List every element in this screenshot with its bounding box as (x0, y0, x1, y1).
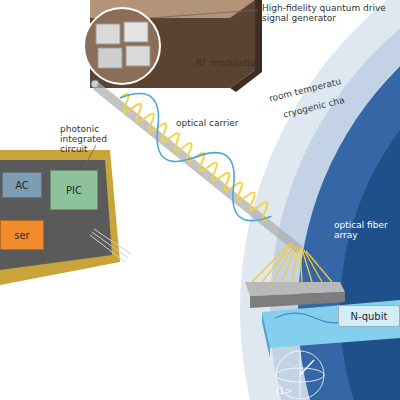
fiber-bundle (90, 229, 131, 262)
node-text: N-qubit (351, 311, 388, 322)
optical-fiber (96, 86, 300, 250)
fiber-array-side (250, 292, 345, 308)
leader-line (150, 10, 258, 18)
chip-array (96, 22, 150, 68)
gold-base (0, 150, 120, 285)
callout-label: optical fiber array (334, 220, 398, 240)
node-text: AC (15, 180, 29, 191)
substrate (0, 160, 112, 270)
qubit-chip (262, 300, 400, 348)
node-text: ser (14, 230, 29, 241)
callout-label: High-fidelity quantum drive signal gener… (262, 3, 392, 23)
leader-line (318, 232, 330, 270)
laser-block: ser (0, 220, 44, 250)
room-temperature-zone (240, 0, 400, 400)
node-text: PIC (66, 185, 82, 196)
state-label: |1> (276, 386, 306, 396)
wave-label: optical carrier (176, 118, 251, 128)
rf-wave (108, 82, 284, 232)
qubit-label-box: N-qubit (338, 305, 400, 327)
qubit-chip-side (262, 312, 270, 358)
bloch-sphere (276, 351, 324, 399)
magnifier (84, 8, 160, 84)
callout-label: photonic integrated circuit (60, 124, 135, 154)
pic-block: PIC (50, 170, 98, 210)
dac-block: AC (2, 172, 42, 198)
wave-label: RF modulation (196, 58, 271, 68)
signal-wave (108, 82, 284, 232)
